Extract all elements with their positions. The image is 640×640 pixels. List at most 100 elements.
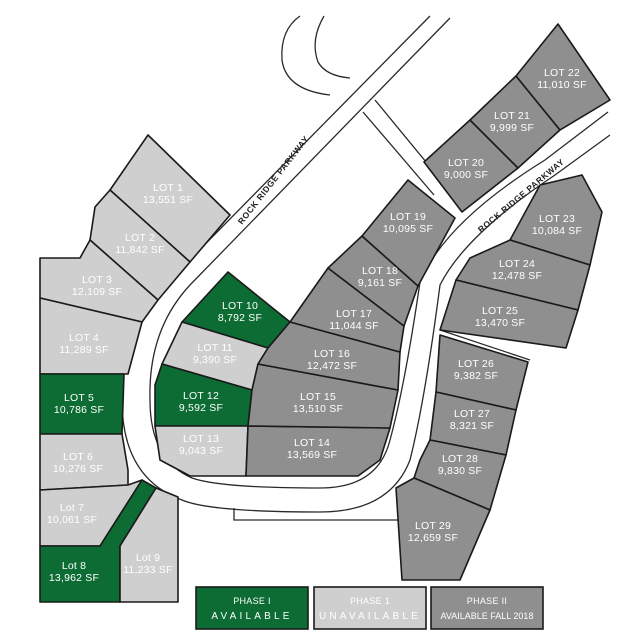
lot-6-parcel	[39, 433, 129, 491]
lot-21-area: 9,999 SF	[490, 122, 534, 134]
lot-10-name: LOT 10	[222, 300, 258, 312]
lot-24-name: LOT 24	[499, 258, 535, 270]
lot-18-area: 9,161 SF	[358, 277, 402, 289]
lot-13-parcel	[154, 425, 249, 477]
street-label-west: ROCK RIDGE PARKWAY	[236, 134, 311, 226]
lot-6[interactable]: LOT 6 10,276 SF	[39, 433, 129, 491]
lot-2[interactable]: LOT 2 11,842 SF	[89, 189, 191, 301]
lot-23-area: 10,084 SF	[532, 225, 582, 237]
lot-3-name: LOT 3	[82, 274, 112, 286]
lot-13-name: LOT 13	[183, 433, 219, 445]
lot-17-name: LOT 17	[336, 308, 372, 320]
lot-27-name: LOT 27	[454, 408, 490, 420]
lot-23-parcel	[509, 174, 603, 266]
lot-24[interactable]: LOT 24 12,478 SF	[455, 239, 591, 311]
lot-26-area: 9,382 SF	[454, 370, 498, 382]
lot-4[interactable]: LOT 4 11,289 SF	[39, 297, 143, 375]
lot-23[interactable]: LOT 23 10,084 SF	[509, 174, 603, 266]
lot-11-area: 9,390 SF	[193, 354, 237, 366]
lot-5-area: 10,786 SF	[54, 404, 104, 416]
lot-4-name: LOT 4	[69, 332, 99, 344]
lot-16-area: 12,472 SF	[307, 360, 357, 372]
north-stub-right-edge	[314, 15, 351, 79]
lot-13-area: 9,043 SF	[179, 445, 223, 457]
lot-25[interactable]: LOT 25 13,470 SF	[439, 279, 579, 349]
lot-28[interactable]: LOT 28 9,830 SF	[413, 439, 507, 511]
legend-available-status: AVAILABLE	[211, 611, 292, 622]
legend-phase-2: PHASE II AVAILABLE FALL 2018	[430, 586, 544, 630]
lot-19-parcel	[361, 179, 456, 287]
lot-20-name: LOT 20	[448, 157, 484, 169]
lot-9-parcel	[119, 487, 179, 603]
lot-13[interactable]: LOT 13 9,043 SF	[154, 425, 249, 477]
lot-12-name: LOT 12	[183, 390, 219, 402]
lot-9-name: Lot 9	[136, 552, 160, 564]
lot-22-parcel	[515, 23, 611, 131]
lot-7-area: 10,061 SF	[47, 514, 97, 526]
lot-14-area: 13,569 SF	[287, 449, 337, 461]
lot-5[interactable]: LOT 5 10,786 SF	[39, 373, 125, 435]
connector-left-edge	[362, 111, 435, 196]
lot-2-area: 11,842 SF	[115, 244, 164, 256]
lot-19-area: 10,095 SF	[383, 223, 433, 235]
north-stub-left-edge	[281, 15, 331, 96]
lot-9[interactable]: Lot 9 11,233 SF	[119, 487, 179, 603]
legend-swatch-unavailable	[313, 586, 427, 630]
lot-11-name: LOT 11	[197, 342, 232, 354]
lot-6-area: 10,276 SF	[53, 463, 103, 475]
lot-18[interactable]: LOT 18 9,161 SF	[327, 235, 419, 327]
lot-9-area: 11,233 SF	[123, 564, 172, 576]
lot-7-name: Lot 7	[60, 502, 84, 514]
legend: PHASE I AVAILABLE PHASE 1 UNAVAILABLE PH…	[195, 586, 544, 630]
lot-22[interactable]: LOT 22 11,010 SF	[515, 23, 611, 131]
lot-27[interactable]: LOT 27 8,321 SF	[429, 391, 517, 456]
east-divider-line	[439, 329, 531, 361]
lot-26[interactable]: LOT 26 9,382 SF	[435, 334, 529, 411]
lot-16-name: LOT 16	[314, 348, 350, 360]
legend-phase-1-unavailable: PHASE 1 UNAVAILABLE	[313, 586, 427, 630]
lot-5-name: LOT 5	[64, 392, 94, 404]
lot-21[interactable]: LOT 21 9,999 SF	[469, 75, 561, 169]
lot-21-name: LOT 21	[494, 110, 530, 122]
lot-20[interactable]: LOT 20 9,000 SF	[423, 119, 519, 213]
lot-14[interactable]: LOT 14 13,569 SF	[245, 425, 391, 477]
lot-10-area: 8,792 SF	[218, 312, 262, 324]
lot-4-area: 11,289 SF	[59, 344, 108, 356]
lot-20-area: 9,000 SF	[444, 169, 488, 181]
lot-22-area: 11,010 SF	[537, 79, 586, 91]
lot-27-area: 8,321 SF	[450, 420, 494, 432]
lot-25-area: 13,470 SF	[475, 317, 525, 329]
lot-28-area: 9,830 SF	[438, 465, 482, 477]
lot-15-area: 13,510 SF	[293, 403, 343, 415]
lot-3[interactable]: LOT 3 12,109 SF	[39, 239, 159, 323]
lot-12[interactable]: LOT 12 9,592 SF	[154, 363, 253, 427]
lot-29-parcel	[395, 477, 491, 581]
lot-2-name: LOT 2	[125, 232, 155, 244]
lot-parcels: LOT 1 13,551 SF LOT 2 11,842 SF LOT 3 12…	[39, 23, 611, 603]
lot-1-name: LOT 1	[153, 182, 183, 194]
legend-swatch-available	[195, 586, 309, 630]
legend-phase2-phase: PHASE II	[467, 596, 507, 606]
lot-4-parcel	[39, 297, 143, 375]
lot-26-name: LOT 26	[458, 358, 494, 370]
lot-22-name: LOT 22	[544, 67, 580, 79]
lot-14-name: LOT 14	[294, 437, 330, 449]
lot-12-area: 9,592 SF	[179, 402, 223, 414]
lot-25-name: LOT 25	[482, 305, 518, 317]
legend-unavailable-status: UNAVAILABLE	[319, 611, 421, 622]
lot-29-area: 12,659 SF	[408, 532, 458, 544]
lot-8[interactable]: Lot 8 13,962 SF	[39, 479, 157, 603]
lot-17-area: 11,044 SF	[329, 320, 378, 332]
lot-15-name: LOT 15	[300, 391, 336, 403]
lot-29[interactable]: LOT 29 12,659 SF	[395, 477, 491, 581]
lot-23-name: LOT 23	[539, 213, 575, 225]
lot-18-name: LOT 18	[362, 265, 398, 277]
lot-24-area: 12,478 SF	[492, 270, 542, 282]
lot-1-area: 13,551 SF	[143, 194, 193, 206]
lot-28-name: LOT 28	[442, 453, 478, 465]
legend-phase-1-available: PHASE I AVAILABLE	[195, 586, 309, 630]
lot-7[interactable]: Lot 7 10,061 SF	[39, 479, 143, 547]
lot-19[interactable]: LOT 19 10,095 SF	[361, 179, 456, 287]
lot-3-area: 12,109 SF	[72, 286, 122, 298]
